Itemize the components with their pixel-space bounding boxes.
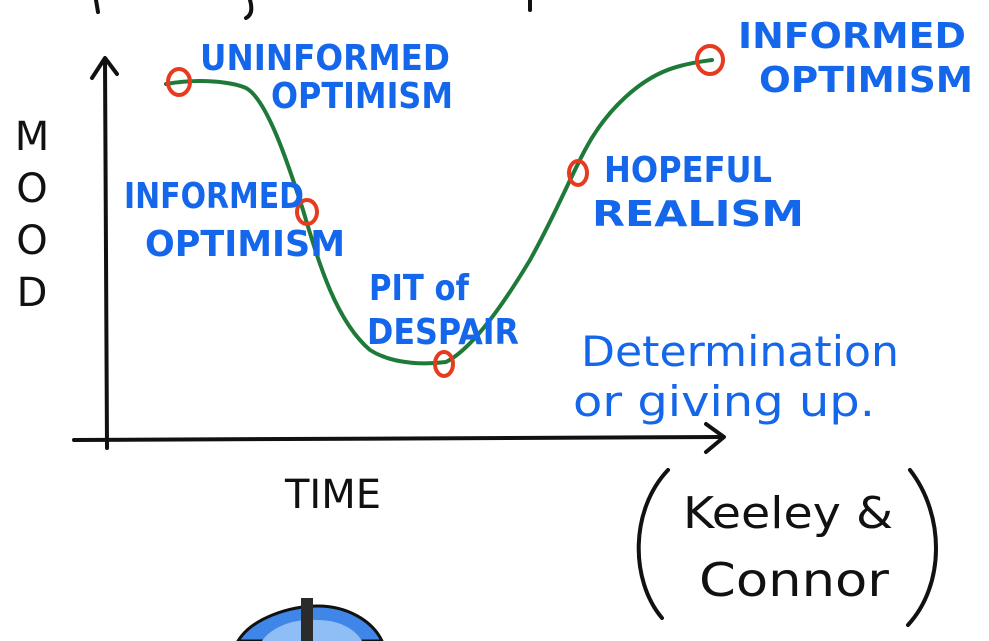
attribution-text: Keeley & (683, 488, 893, 539)
stage-markers (166, 44, 725, 378)
mood-curve (164, 58, 714, 366)
top-cropped-ink (94, 0, 532, 20)
stage-marker (433, 350, 455, 378)
outcome-note: Determination (581, 327, 899, 376)
right-paren (906, 468, 938, 627)
stage-label: DESPAIR (367, 312, 519, 353)
x-axis-line (72, 435, 724, 442)
cropped-bottom-illustration (236, 598, 384, 641)
y-axis-arrowhead (90, 56, 119, 80)
stage-label: REALISM (592, 194, 804, 235)
stage-label: INFORMED (124, 176, 304, 217)
attribution-text: Connor (699, 553, 889, 607)
stage-marker (695, 44, 725, 76)
x-axis-label: TIME (284, 472, 381, 518)
y-axis-line (103, 58, 109, 450)
stage-marker (295, 198, 319, 226)
stage-label: OPTIMISM (759, 60, 973, 101)
stage-marker (567, 159, 589, 187)
x-axis-arrowhead (704, 422, 726, 454)
stage-label: PIT of (369, 268, 469, 309)
axes (72, 56, 726, 454)
stage-marker (166, 67, 192, 97)
stage-label: INFORMED (738, 16, 966, 57)
stage-label: UNINFORMED (200, 38, 450, 79)
attribution: Keeley & Connor (636, 468, 938, 627)
stage-label: OPTIMISM (271, 76, 453, 117)
outcome-note: or giving up. (573, 377, 875, 426)
stage-label: HOPEFUL (604, 150, 772, 191)
stage-label: OPTIMISM (145, 224, 345, 265)
left-paren (636, 468, 670, 620)
